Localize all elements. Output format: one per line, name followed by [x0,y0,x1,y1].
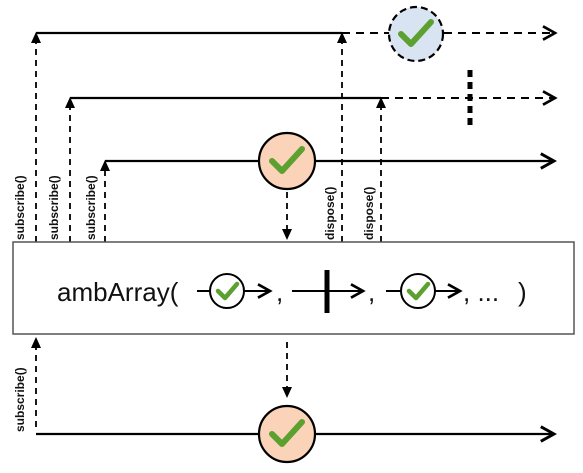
output-timeline: subscribe() [13,337,554,464]
source-timeline-3 [105,131,554,191]
output-completion-marker [257,404,317,464]
subscribe-label-2: subscribe() [47,175,61,240]
completion-marker-faded [387,5,445,63]
close-paren: ) [518,277,527,307]
source-timeline-1 [36,5,555,63]
check-icon [215,281,240,301]
mini-source-error [292,270,363,313]
check-icon [269,146,305,174]
subscribe-arrows [31,32,110,242]
separator-1: , [276,277,283,307]
operator-name: ambArray( [57,277,179,307]
mini-source-complete-2 [386,273,460,309]
mini-source-complete-1 [197,273,270,309]
check-icon [269,419,305,447]
check-icon [398,19,434,47]
dispose-arrows [337,32,386,242]
operator-box: ambArray( , , , ... ) [12,241,575,335]
dispose-label-2: dispose() [362,187,376,240]
subscribe-label-3: subscribe() [84,175,98,240]
source-timeline-2 [70,70,555,126]
completion-marker [257,131,317,191]
subscribe-label-1: subscribe() [13,175,27,240]
separator-2: , [368,277,375,307]
dispose-label-1: dispose() [323,187,337,240]
check-icon [406,281,431,301]
ellipsis: , ... [463,277,499,307]
subscribe-label-output: subscribe() [13,367,27,432]
